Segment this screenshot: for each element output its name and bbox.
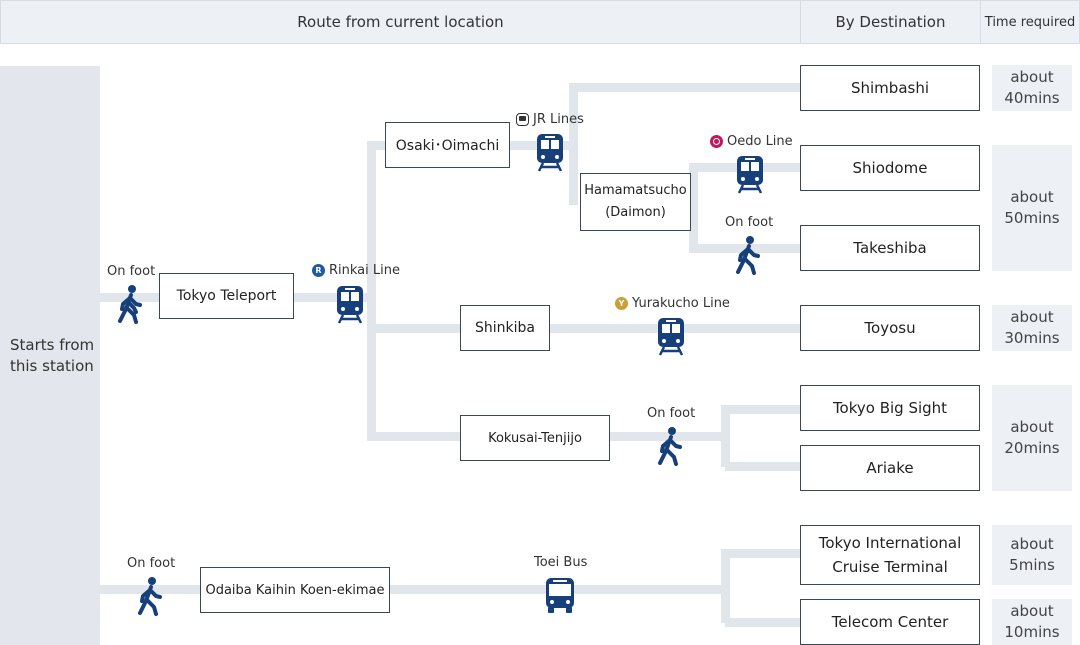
start-label: Starts from this station xyxy=(10,336,95,375)
oedo-line-icon xyxy=(710,135,723,148)
time-required: about 30mins xyxy=(992,305,1072,351)
station-odaiba-kaihin[interactable]: Odaiba Kaihin Koen-ekimae xyxy=(200,567,390,613)
on-foot-label: On foot xyxy=(107,264,156,279)
station-shinkiba[interactable]: Shinkiba xyxy=(460,305,550,351)
oedo-line-label: Oedo Line xyxy=(710,134,793,149)
destination-toyosu[interactable]: Toyosu xyxy=(800,305,980,351)
route-line xyxy=(725,618,802,627)
header-destination: By Destination xyxy=(800,0,981,44)
header-time: Time required xyxy=(980,0,1080,44)
destination-shiodome[interactable]: Shiodome xyxy=(800,145,980,191)
on-foot-label: On foot xyxy=(647,406,696,421)
header-route: Route from current location xyxy=(0,0,801,44)
time-required: about 50mins xyxy=(992,145,1072,271)
bus-icon xyxy=(546,578,574,613)
yurakucho-line-icon xyxy=(615,297,628,310)
walk-icon xyxy=(736,236,760,275)
on-foot-label: On foot xyxy=(127,556,176,571)
jr-lines-icon xyxy=(516,113,529,126)
destination-tokyo-big-sight[interactable]: Tokyo Big Sight xyxy=(800,385,980,431)
route-line xyxy=(573,83,802,92)
yurakucho-line-label: Yurakucho Line xyxy=(615,296,730,311)
rinkai-line-label: Rinkai Line xyxy=(312,263,400,278)
on-foot-label: On foot xyxy=(725,215,774,230)
time-required: about 5mins xyxy=(992,525,1072,585)
toei-bus-label: Toei Bus xyxy=(534,555,588,570)
route-line xyxy=(569,83,578,205)
route-line xyxy=(100,585,730,594)
route-line xyxy=(725,462,802,471)
walk-icon xyxy=(138,577,162,616)
station-hamamatsucho[interactable]: Hamamatsucho (Daimon) xyxy=(580,173,691,231)
destination-ariake[interactable]: Ariake xyxy=(800,445,980,491)
jr-lines-label: JR Lines xyxy=(516,112,584,127)
station-tokyo-teleport[interactable]: Tokyo Teleport xyxy=(159,273,294,319)
route-line xyxy=(608,432,730,441)
route-line xyxy=(370,432,462,441)
train-icon xyxy=(658,318,684,356)
walk-icon xyxy=(658,427,682,466)
train-icon xyxy=(737,156,763,194)
rinkai-line-icon xyxy=(312,264,325,277)
walk-icon xyxy=(118,285,142,324)
start-column xyxy=(0,66,100,645)
time-required: about 40mins xyxy=(992,65,1072,111)
station-osaki-oimachi[interactable]: Osaki･Oimachi xyxy=(385,122,510,168)
route-line xyxy=(370,141,390,150)
time-required: about 10mins xyxy=(992,599,1072,645)
time-required: about 20mins xyxy=(992,385,1072,491)
destination-takeshiba[interactable]: Takeshiba xyxy=(800,225,980,271)
station-kokusai-tenjijo[interactable]: Kokusai-Tenjijo xyxy=(460,415,610,461)
route-line xyxy=(721,549,730,623)
route-line xyxy=(725,549,802,558)
destination-cruise-terminal[interactable]: Tokyo International Cruise Terminal xyxy=(800,525,980,585)
destination-shimbashi[interactable]: Shimbashi xyxy=(800,65,980,111)
train-icon xyxy=(337,286,363,324)
route-line xyxy=(721,405,730,467)
route-line xyxy=(367,141,376,441)
train-icon xyxy=(537,134,563,172)
destination-telecom-center[interactable]: Telecom Center xyxy=(800,599,980,645)
route-line xyxy=(725,405,802,414)
route-line xyxy=(689,163,698,253)
route-line xyxy=(370,324,462,333)
